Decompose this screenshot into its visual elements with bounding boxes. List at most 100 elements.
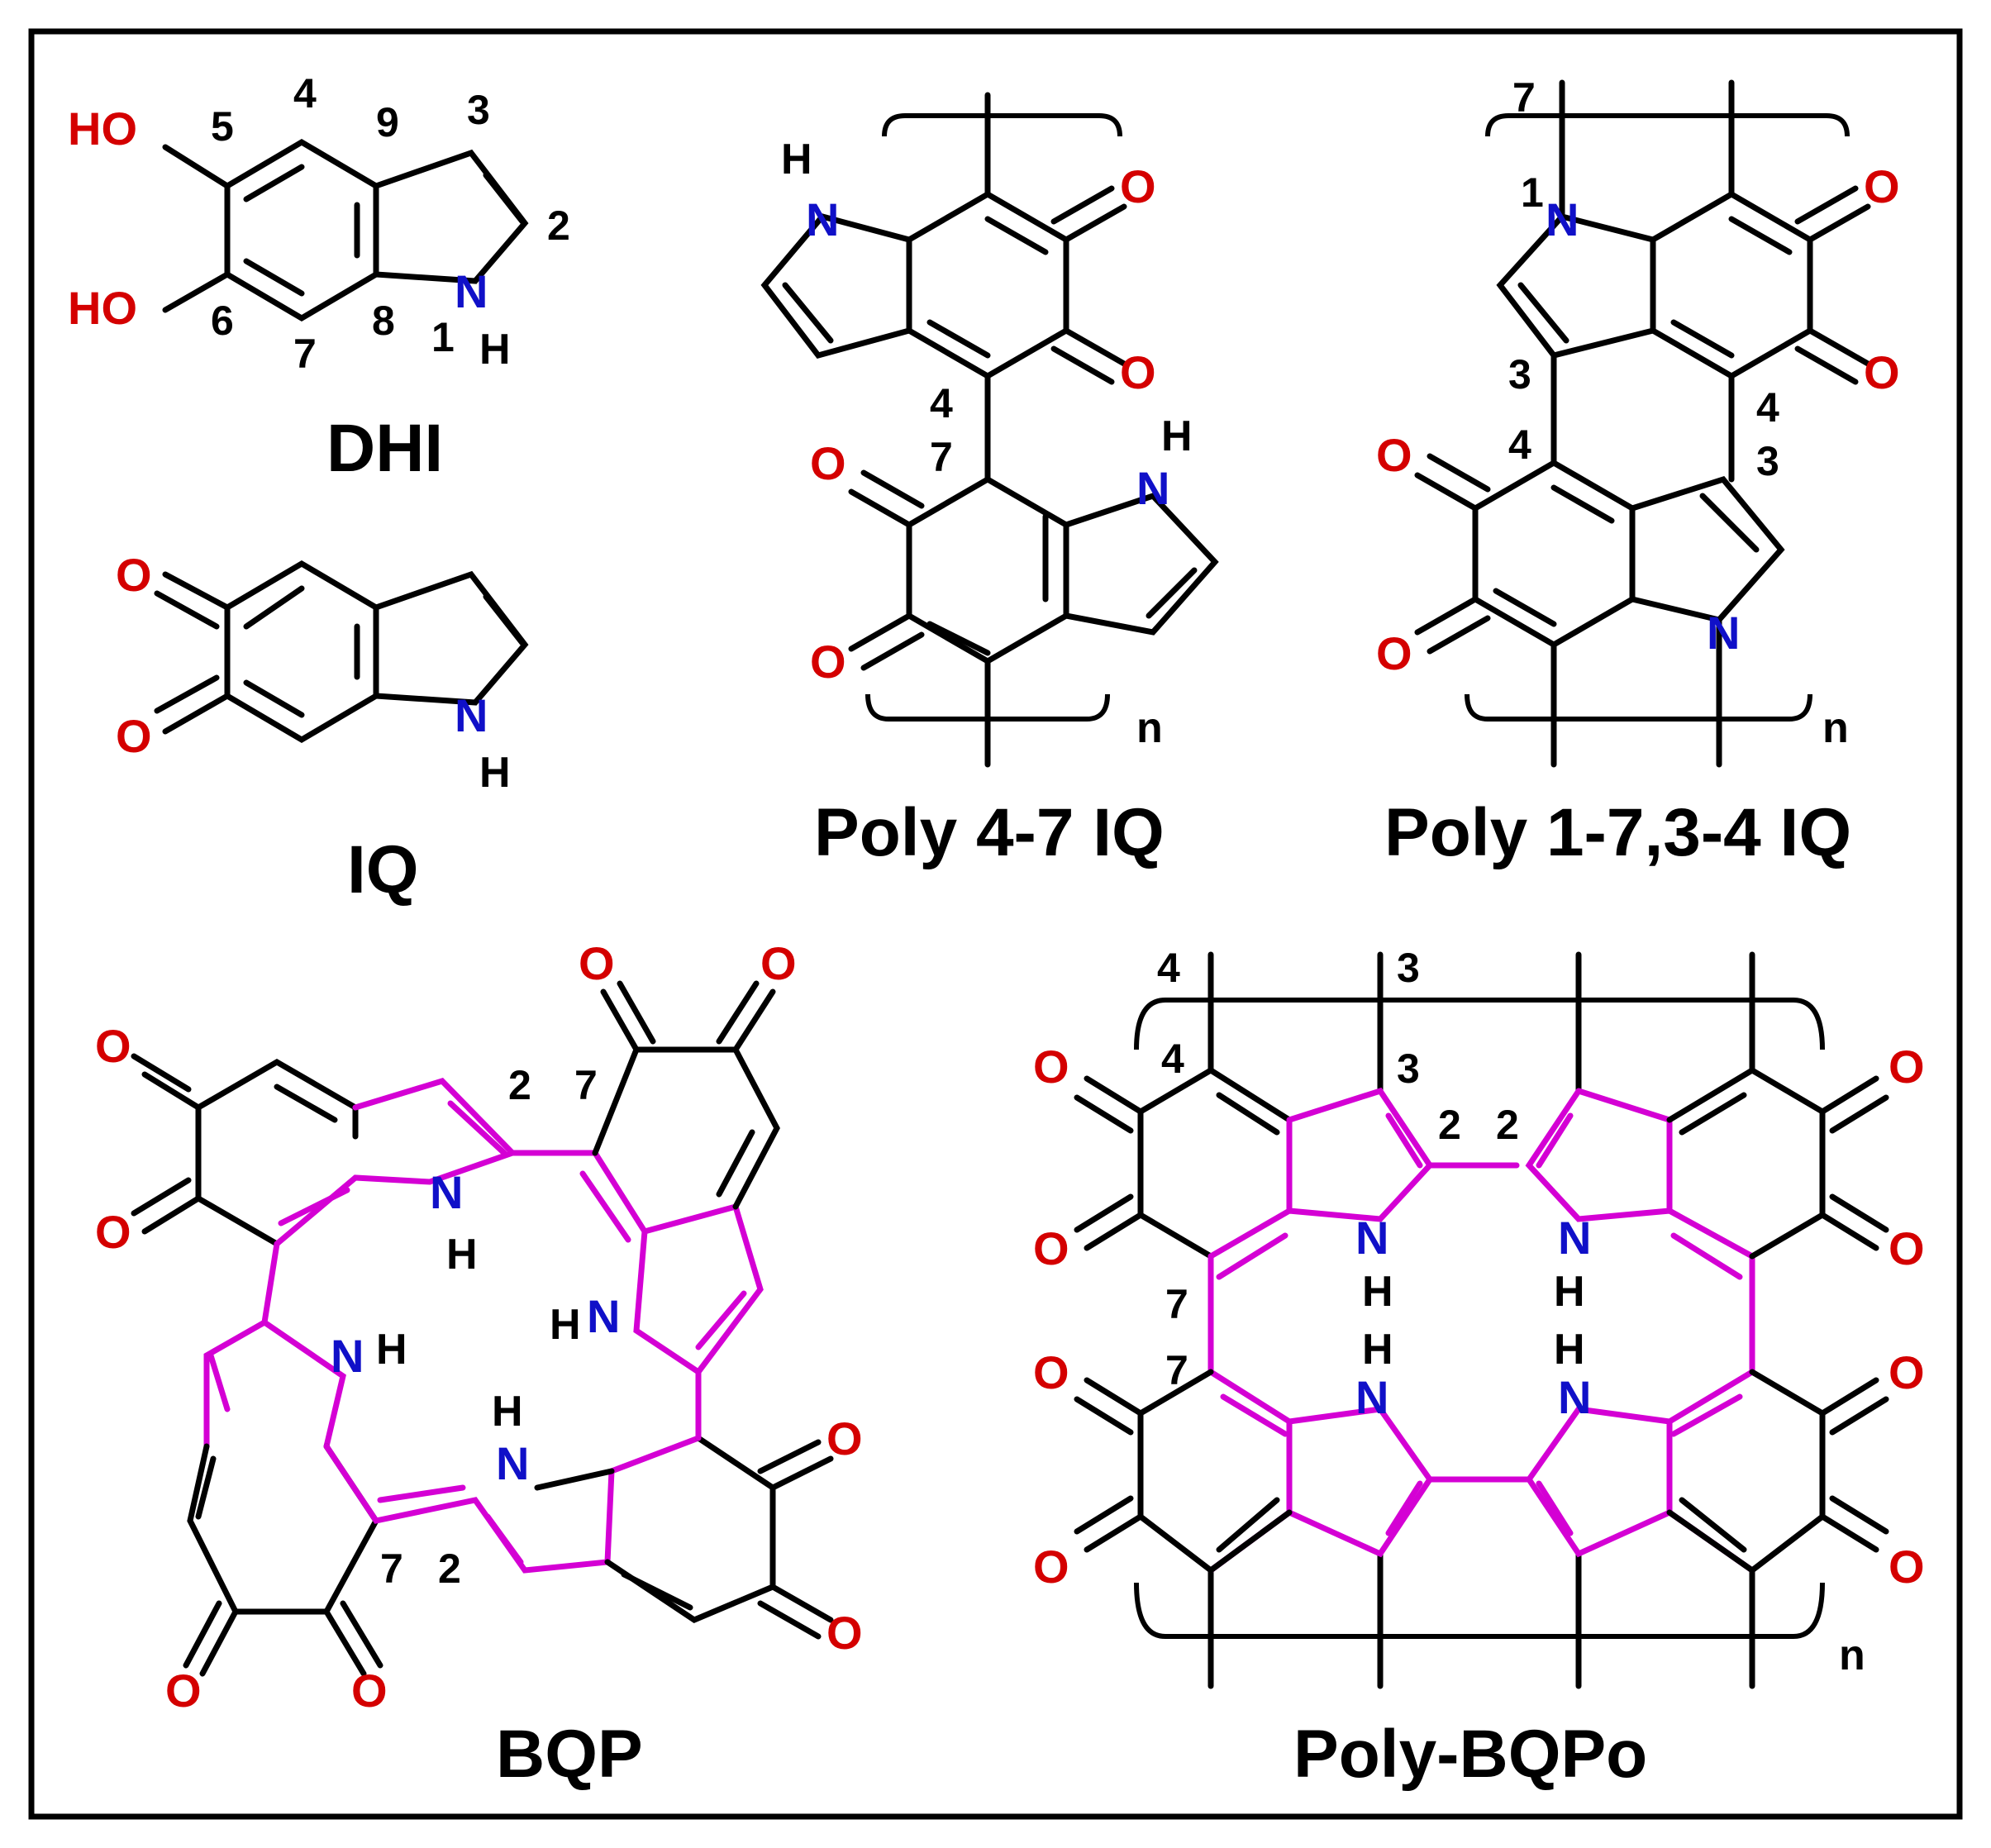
bqp-o5-label: O (826, 1412, 863, 1465)
poly1734-pos-7: 7 (1512, 74, 1536, 121)
polybqpo-h3-label: H (1362, 1326, 1393, 1374)
dhi-pos-7: 7 (293, 331, 317, 377)
bqp-pos-7a: 7 (574, 1062, 598, 1108)
poly1734-o4-label: O (1376, 627, 1412, 679)
iq-title: IQ (347, 832, 419, 907)
dhi-oh-6-label: HO (68, 282, 137, 334)
poly1734-o1-label: O (1864, 160, 1900, 212)
poly1734-o3-label: O (1376, 429, 1412, 481)
poly47-n-top-label: N (806, 193, 839, 245)
iq-o-top-label: O (116, 549, 152, 601)
poly1734-n-subscript: n (1822, 704, 1849, 752)
bqp-h2-label: H (550, 1301, 581, 1349)
polybqpo-pos-4a: 4 (1157, 945, 1180, 991)
polybqpo-o7-label: O (1889, 1346, 1925, 1398)
polybqpo-pos-7b: 7 (1165, 1347, 1188, 1393)
polybqpo-pos-4b: 4 (1161, 1036, 1184, 1082)
bqp-pos-2b: 2 (438, 1546, 461, 1592)
poly47-o2-label: O (1120, 346, 1156, 398)
poly47-pos-7: 7 (930, 434, 953, 480)
polybqpo-n-subscript: n (1839, 1631, 1865, 1679)
bqp-o1-label: O (95, 1020, 131, 1072)
bqp-o6-label: O (826, 1607, 863, 1659)
poly47-n-subscript: n (1136, 704, 1163, 752)
poly47-h-top-label: H (781, 136, 812, 183)
polybqpo-o4-label: O (1033, 1541, 1069, 1593)
bqp-o3-label: O (579, 937, 615, 989)
poly-bqpo-structure: O O O O O O O O N H N H H N H N 4 3 4 3 … (1033, 945, 1925, 1792)
dhi-structure: HO HO N H 1 2 3 4 5 6 7 8 9 DHI (68, 70, 570, 486)
polybqpo-pos-2a: 2 (1438, 1102, 1461, 1148)
poly-4-7-iq-structure: N H N H O O O O 4 7 n Poly 4-7 IQ (760, 92, 1219, 870)
poly1734-n-top-label: N (1546, 193, 1579, 245)
polybqpo-o6-label: O (1889, 1222, 1925, 1274)
bqp-title: BQP (496, 1717, 643, 1792)
dhi-oh-5-label: HO (68, 102, 137, 155)
poly1734-n-bottom-label: N (1707, 607, 1740, 659)
iq-structure: O O N H IQ (116, 549, 529, 907)
poly1734-o2-label: O (1864, 346, 1900, 398)
dhi-pos-1: 1 (431, 314, 455, 360)
polybqpo-o2-label: O (1033, 1222, 1069, 1274)
poly47-pos-4: 4 (930, 380, 953, 426)
dhi-pos-6: 6 (211, 298, 234, 344)
polybqpo-pos-3a: 3 (1397, 945, 1420, 991)
poly47-title: Poly 4-7 IQ (814, 795, 1165, 870)
bqp-pos-2a: 2 (508, 1062, 531, 1108)
dhi-pos-2: 2 (547, 202, 570, 249)
polybqpo-pos-7a: 7 (1165, 1281, 1188, 1327)
polybqpo-title: Poly-BQPo (1293, 1717, 1647, 1792)
bqp-structure: O O O O O O O O N H N H N H N H 2 7 7 2 … (95, 937, 863, 1792)
bqp-h1-label: H (446, 1231, 478, 1279)
bqp-nh1-label: N (430, 1166, 463, 1218)
polybqpo-o5-label: O (1889, 1041, 1925, 1093)
polybqpo-o8-label: O (1889, 1541, 1925, 1593)
iq-o-bottom-label: O (116, 710, 152, 762)
polybqpo-n3-label: N (1355, 1371, 1388, 1423)
poly1734-pos-3a: 3 (1508, 351, 1531, 398)
polybqpo-o3-label: O (1033, 1346, 1069, 1398)
bqp-o7-label: O (165, 1665, 202, 1717)
dhi-pos-8: 8 (372, 298, 395, 344)
poly47-o4-label: O (810, 636, 846, 688)
iq-h-label: H (479, 749, 511, 797)
poly1734-pos-4a: 4 (1508, 422, 1531, 468)
polybqpo-n4-label: N (1558, 1371, 1591, 1423)
dhi-pos-5: 5 (211, 103, 234, 150)
poly47-n-bottom-label: N (1136, 462, 1169, 514)
bqp-nh3-label: N (331, 1330, 364, 1382)
polybqpo-h4-label: H (1554, 1326, 1585, 1374)
bqp-pos-7b: 7 (380, 1546, 403, 1592)
bqp-h4-label: H (492, 1388, 523, 1436)
bqp-h3-label: H (376, 1326, 407, 1374)
bqp-nh2-label: N (587, 1290, 620, 1342)
polybqpo-n1-label: N (1355, 1212, 1388, 1264)
iq-n-label: N (455, 689, 488, 741)
poly47-o1-label: O (1120, 160, 1156, 212)
dhi-h-label: H (479, 326, 511, 374)
poly1734-title: Poly 1-7,3-4 IQ (1384, 795, 1851, 870)
polybqpo-h2-label: H (1554, 1268, 1585, 1316)
dhi-pos-3: 3 (467, 87, 490, 133)
bqp-o2-label: O (95, 1206, 131, 1258)
bqp-o8-label: O (351, 1665, 388, 1717)
polybqpo-h1-label: H (1362, 1268, 1393, 1316)
polybqpo-n2-label: N (1558, 1212, 1591, 1264)
polybqpo-o1-label: O (1033, 1041, 1069, 1093)
bqp-o4-label: O (760, 937, 797, 989)
poly47-h-bottom-label: H (1161, 412, 1193, 460)
polybqpo-pos-3b: 3 (1397, 1045, 1420, 1092)
poly47-o3-label: O (810, 437, 846, 489)
dhi-pos-9: 9 (376, 99, 399, 145)
dhi-title: DHI (326, 411, 443, 486)
figure-frame (28, 28, 1963, 1820)
polybqpo-pos-2b: 2 (1496, 1102, 1519, 1148)
poly1734-pos-1: 1 (1521, 169, 1544, 216)
poly1734-pos-3b: 3 (1756, 438, 1779, 484)
poly1734-pos-4b: 4 (1756, 384, 1779, 431)
poly-1-7-3-4-iq-structure: N N O O O O 7 1 3 4 4 3 n Poly 1-7,3-4 I… (1376, 74, 1900, 870)
dhi-n-label: N (455, 265, 488, 317)
bqp-nh4-label: N (496, 1437, 529, 1489)
dhi-pos-4: 4 (293, 70, 317, 117)
